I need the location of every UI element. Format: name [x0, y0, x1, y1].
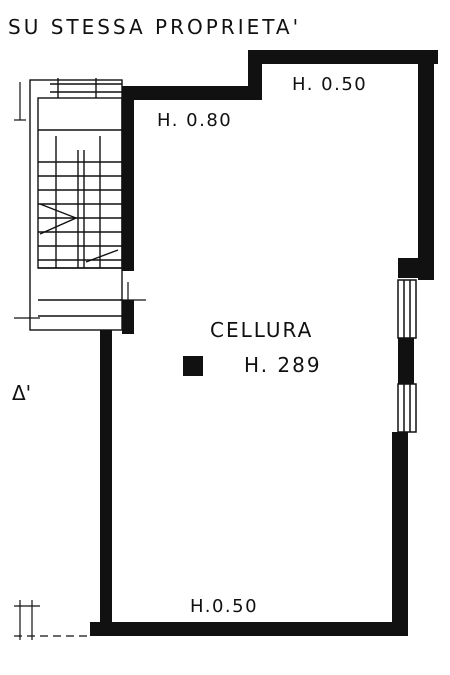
height-label-top-right: H. 0.50 — [292, 74, 367, 95]
stair-arrow-left — [39, 203, 78, 235]
stair-arrow-right — [85, 249, 119, 263]
outer-walls — [90, 50, 438, 636]
window-lower — [397, 383, 417, 433]
wall-bottom — [90, 622, 408, 636]
window-upper — [397, 279, 417, 339]
wall-left-lower — [100, 330, 112, 635]
wall-top-right — [248, 50, 438, 64]
height-label-top-left: H. 0.80 — [157, 110, 232, 131]
wall-right-upper — [418, 50, 434, 280]
column — [183, 356, 203, 376]
header-label: SU STESSA PROPRIETA' — [8, 15, 301, 39]
staircase — [29, 78, 123, 331]
room-name-label: CELLURA — [210, 318, 313, 342]
wall-left-mid — [122, 300, 134, 334]
wall-left-upper — [122, 86, 134, 271]
side-mark-label: Δ' — [12, 381, 31, 405]
height-label-bottom: H.0.50 — [190, 596, 258, 617]
wall-right-step — [398, 258, 434, 278]
wall-right-lower — [392, 432, 408, 636]
wall-right-pier — [398, 338, 414, 384]
right-windows — [397, 279, 417, 433]
room-height-label: H. 289 — [244, 353, 322, 377]
dimension-marks — [14, 82, 146, 640]
stair-well — [37, 97, 123, 269]
wall-top-left — [122, 86, 262, 100]
